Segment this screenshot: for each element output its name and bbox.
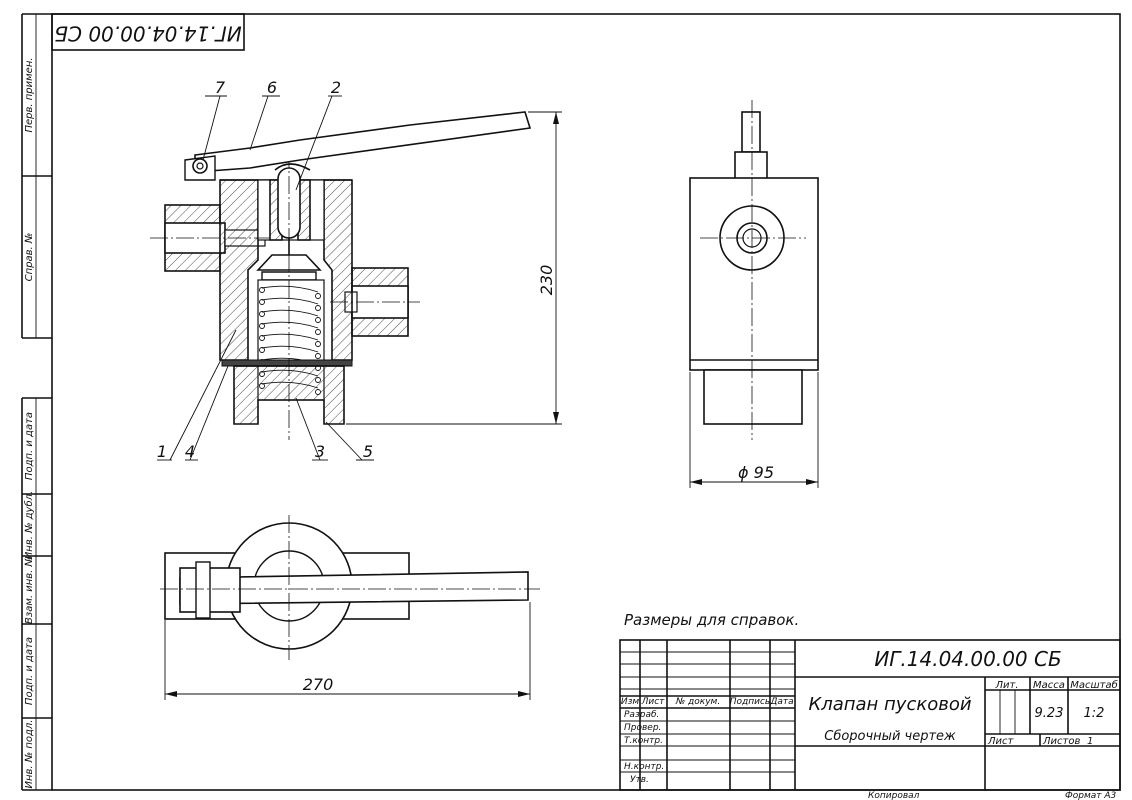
reference-note: Размеры для справок. (624, 611, 799, 629)
sheet-frame (51, 13, 1121, 791)
height-dimension (346, 111, 562, 425)
leader-label-1: 1 (157, 442, 167, 461)
side-label-vzam: Взам. инв. № (24, 556, 35, 624)
height-dimension-label: 230 (537, 265, 556, 296)
leader-lines (157, 95, 374, 461)
leader-label-6: 6 (267, 78, 277, 97)
sheets-label: Листов (1042, 736, 1080, 747)
header-date: Дата (769, 697, 793, 707)
leader-label-5: 5 (363, 442, 373, 461)
width-dimension-label: 270 (303, 675, 334, 694)
top-view (160, 515, 540, 700)
header-docnum: № докум. (675, 697, 720, 707)
leader-label-2: 2 (331, 78, 341, 97)
format-label: Формат А3 (1065, 791, 1117, 800)
rotated-code-box (51, 13, 245, 51)
side-label-dubl: Инв. № дубл. (23, 491, 35, 559)
scale-value: 1:2 (1084, 706, 1105, 721)
rotated-code: ИГ.14.04.00.00 СБ (54, 22, 241, 46)
left-margin-strip (21, 13, 52, 791)
row-razrab: Разраб. (624, 710, 659, 720)
sheet-label: Лист (987, 736, 1015, 747)
title-block-title: Клапан пусковой (808, 694, 971, 715)
side-view (689, 100, 819, 488)
mass-value: 9.23 (1035, 706, 1064, 721)
scale-label: Масштаб (1070, 679, 1118, 691)
lit-label: Лит. (994, 680, 1018, 691)
copied-label: Копировал (868, 791, 920, 800)
row-nkontr: Н.контр. (624, 762, 664, 772)
row-prover: Провер. (624, 723, 661, 733)
row-utv: Утв. (630, 775, 649, 785)
side-label-podl: Инв. № подл. (24, 720, 35, 789)
title-block-code: ИГ.14.04.00.00 СБ (874, 647, 1061, 671)
mass-label: Масса (1033, 680, 1065, 691)
side-label-sprav: Справ. № (24, 233, 35, 282)
front-section-view (150, 111, 532, 440)
header-list: Лист (641, 697, 666, 707)
header-signature: Подпись (730, 697, 770, 707)
leader-label-3: 3 (315, 442, 325, 461)
leader-label-4: 4 (185, 442, 195, 461)
sheets-value: 1 (1087, 736, 1093, 747)
side-label-podp2: Подп. и дата (24, 637, 35, 705)
title-block (619, 639, 1121, 791)
side-label-podp1: Подп. и дата (24, 412, 35, 480)
row-tkontr: Т.контр. (624, 736, 663, 746)
leader-label-7: 7 (215, 78, 226, 97)
diameter-dimension-label: ϕ 95 (738, 463, 774, 482)
title-block-subtitle: Сборочный чертеж (824, 729, 956, 744)
side-label-perv: Перв. примен. (24, 57, 35, 132)
header-izm: Изм (621, 697, 640, 707)
